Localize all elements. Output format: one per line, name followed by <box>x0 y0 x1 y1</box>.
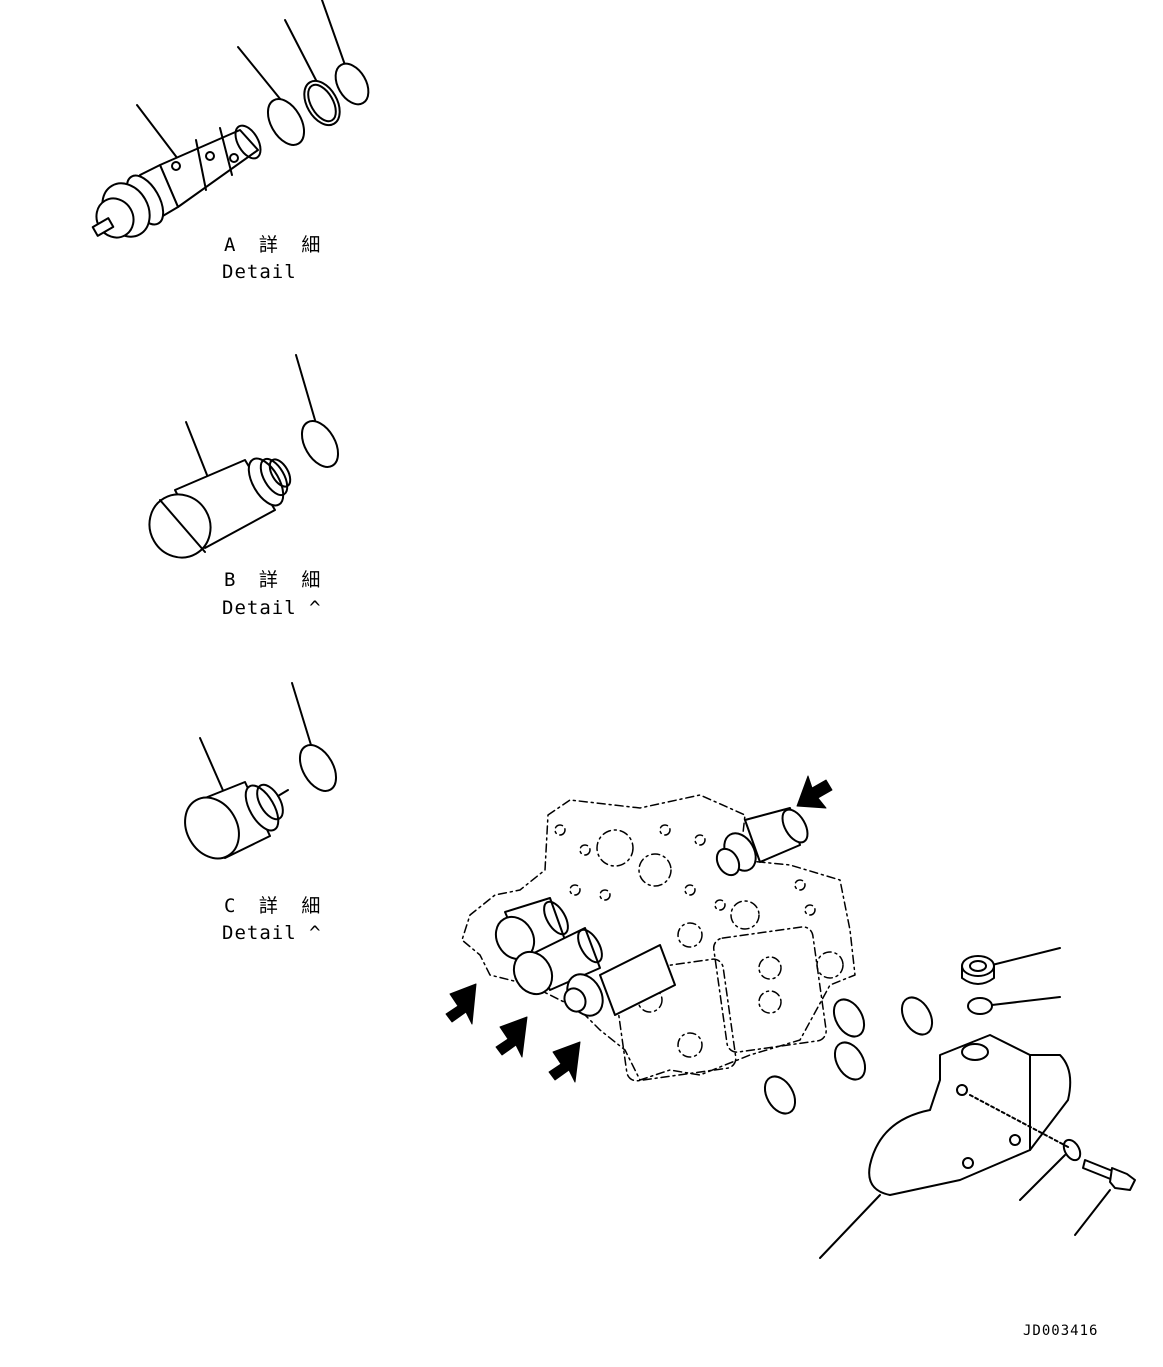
leader-line <box>199 737 226 796</box>
o-ring <box>298 744 338 792</box>
detail-a-title: A 詳 細 <box>224 234 327 256</box>
plug <box>961 955 995 977</box>
leader-line <box>291 682 312 746</box>
leader-line <box>1019 1154 1066 1201</box>
leader-line <box>136 104 182 164</box>
end-cover-assembly <box>819 947 1136 1259</box>
o-ring <box>266 98 306 146</box>
detail-c-subtitle: Detail ^ <box>222 922 322 944</box>
detail-a-subtitle: Detail <box>222 261 310 283</box>
detail-a-spool-valve <box>91 0 370 239</box>
backup-ring <box>303 79 341 127</box>
leader-line <box>295 354 316 421</box>
detail-b-title: B 詳 細 <box>224 569 327 591</box>
installed-cartridges <box>494 807 809 1017</box>
arrow-icon <box>495 1016 528 1058</box>
detail-b-relief-valve <box>148 354 340 559</box>
leader-line <box>321 0 346 66</box>
leader-line <box>185 421 208 476</box>
detail-b-subtitle: Detail ^ <box>222 597 322 619</box>
leader-line <box>284 19 319 85</box>
loose-o-rings <box>763 996 934 1115</box>
direction-arrows <box>445 775 833 1083</box>
o-ring <box>967 997 993 1015</box>
leader-line <box>1074 1189 1111 1236</box>
arrow-icon <box>445 983 477 1025</box>
arrow-icon <box>796 775 833 809</box>
o-ring <box>300 420 340 468</box>
arrow-icon <box>548 1041 581 1083</box>
leader-line <box>991 947 1061 966</box>
leader-line <box>991 996 1061 1006</box>
leader-line <box>819 1194 881 1259</box>
detail-c-relief-valve <box>184 682 338 860</box>
end-cover <box>868 1034 1072 1196</box>
washer <box>1062 1138 1082 1162</box>
drawing-code: JD003416 <box>1023 1323 1099 1339</box>
leader-line <box>237 46 282 101</box>
detail-c-title: C 詳 細 <box>224 895 327 917</box>
o-ring <box>334 62 370 106</box>
